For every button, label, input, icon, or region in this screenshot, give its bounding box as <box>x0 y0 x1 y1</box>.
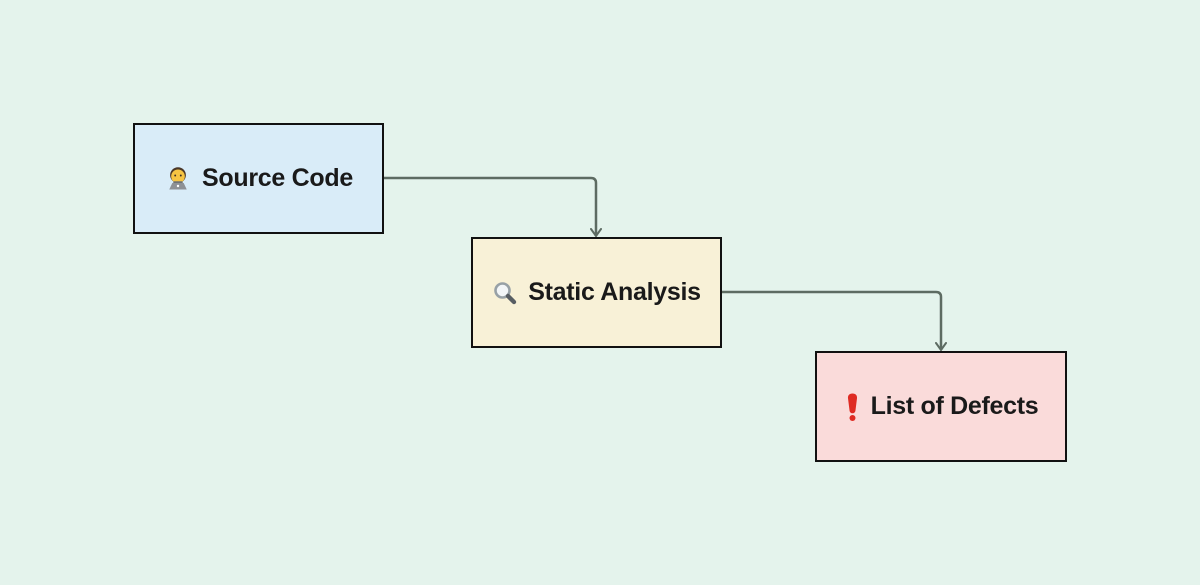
node-label: Static Analysis <box>528 278 701 306</box>
node-label: List of Defects <box>870 392 1039 420</box>
node-source-code[interactable]: Source Code <box>133 123 384 234</box>
red-exclamation-icon <box>844 392 861 422</box>
node-list-of-defects[interactable]: List of Defects <box>815 351 1067 462</box>
connector-source-to-analysis[interactable] <box>383 176 602 238</box>
node-label: Source Code <box>202 164 353 192</box>
connector-analysis-to-defects[interactable] <box>722 290 947 352</box>
node-static-analysis[interactable]: Static Analysis <box>471 237 722 348</box>
magnifier-icon <box>492 280 518 306</box>
technologist-icon <box>164 165 192 193</box>
